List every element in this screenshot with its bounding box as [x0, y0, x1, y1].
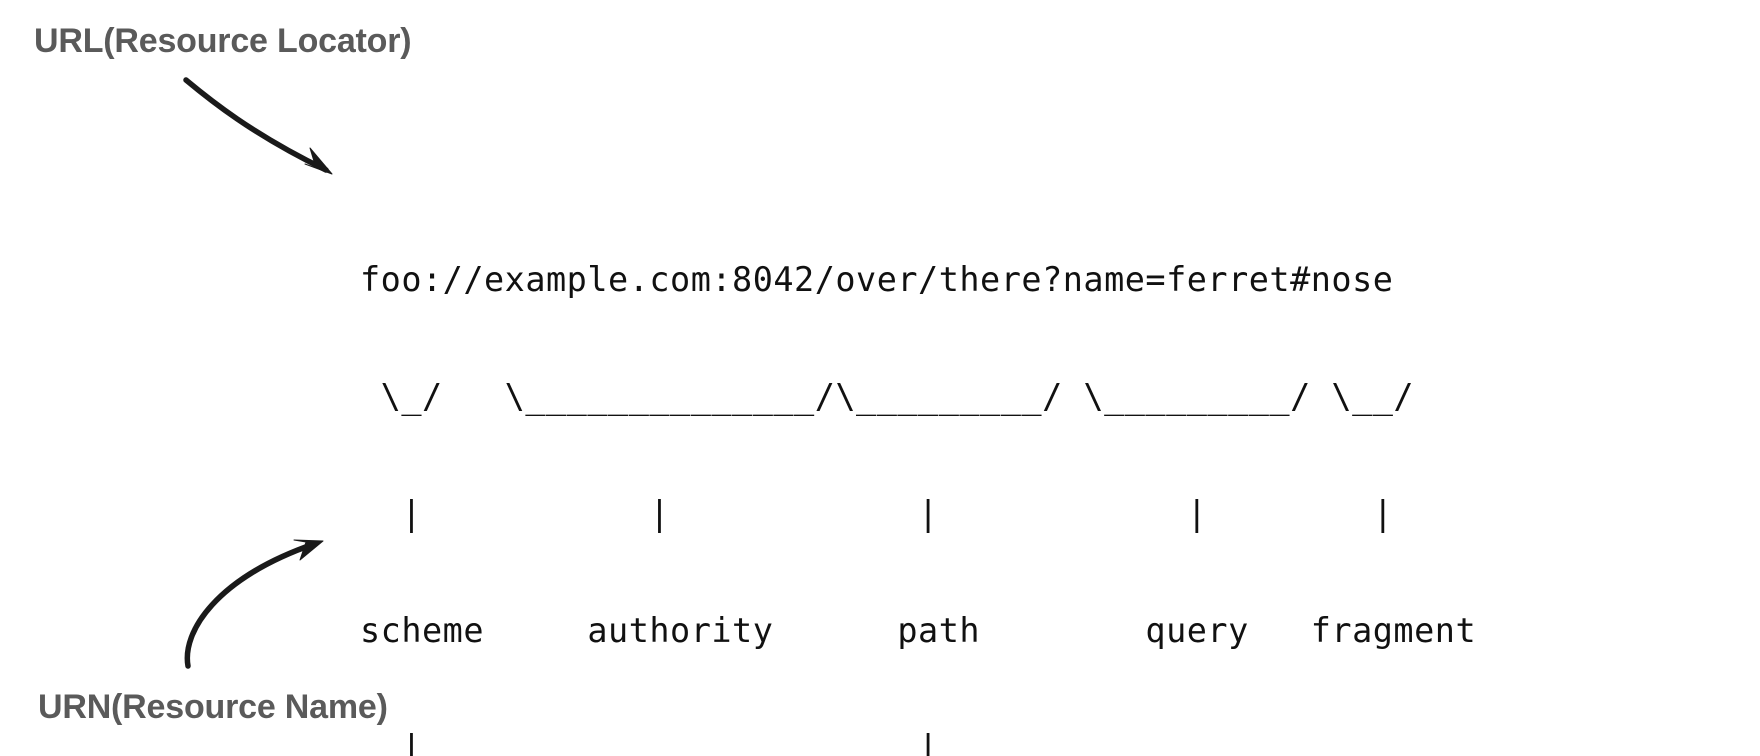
uri-component-labels-line: scheme authority path query fragment	[360, 611, 1477, 650]
uri-bracket-line: \_/ \______________/\_________/ \_______…	[360, 377, 1415, 416]
urn-annotation-label: URN(Resource Name)	[38, 688, 388, 726]
url-annotation-arrow-icon	[183, 77, 333, 175]
uri-connector-line-top: | | | | |	[360, 494, 1394, 533]
urn-annotation-arrow-icon	[184, 539, 324, 669]
uri-ascii-diagram: foo://example.com:8042/over/there?name=f…	[360, 182, 1476, 756]
uri-example-line: foo://example.com:8042/over/there?name=f…	[360, 260, 1394, 299]
urn-connector-line: | _____________________|__	[360, 728, 981, 756]
url-annotation-label: URL(Resource Locator)	[34, 22, 412, 60]
